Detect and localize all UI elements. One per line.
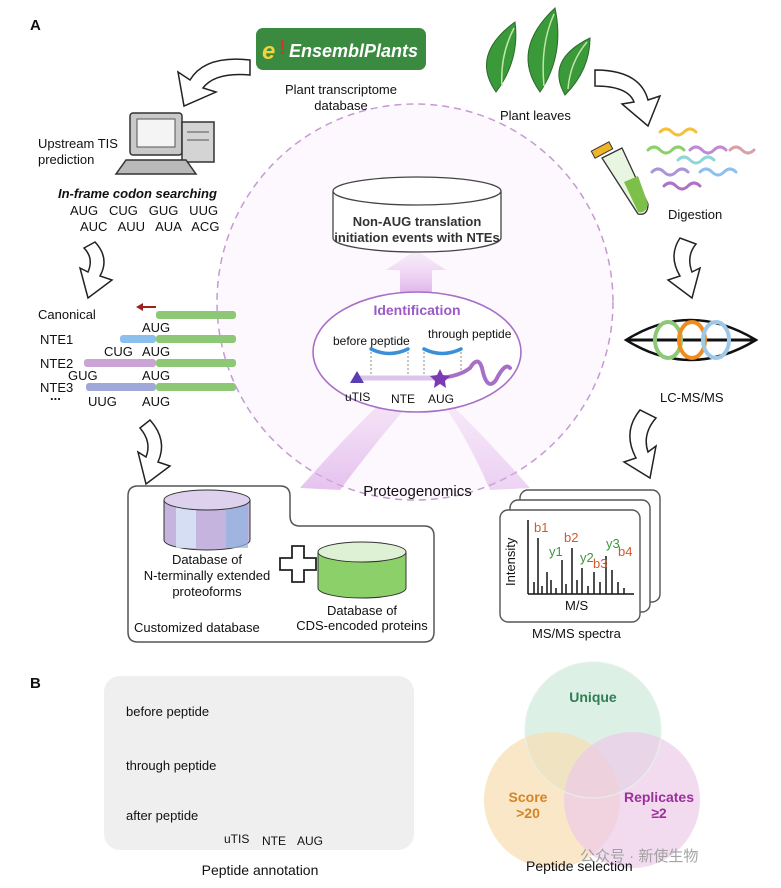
selection-caption: Peptide selection <box>526 858 633 874</box>
arrow-leaves-to-digestion <box>594 69 662 128</box>
utis-label: uTIS <box>345 390 371 404</box>
ion-y3: y3 <box>606 536 620 551</box>
plant-leaves-icon <box>486 7 591 96</box>
ensembl-logo-text: EnsemblPlants <box>289 41 419 61</box>
spectra-ylabel: Intensity <box>503 537 518 586</box>
nte-row-3-codon: UUG <box>88 394 117 409</box>
aug-label: AUG <box>428 392 455 406</box>
venn-diagram <box>484 661 700 868</box>
annotation-utis: uTIS <box>224 832 250 846</box>
arrow-ensembl-to-tis <box>176 58 251 108</box>
nte-database-cylinder <box>163 489 251 551</box>
computer-icon <box>114 112 215 175</box>
spectra-caption: MS/MS spectra <box>532 626 621 641</box>
ion-y1: y1 <box>549 544 563 559</box>
nte-db-line-3: proteoforms <box>172 584 242 599</box>
nte-db-line-1: Database of <box>171 552 243 567</box>
ensembl-caption-2: database <box>314 98 368 113</box>
nte-row-2-codon: GUG <box>68 368 98 383</box>
utis-triangle <box>350 371 364 383</box>
nte-row-3-aug: AUG <box>142 394 171 409</box>
ion-b4: b4 <box>618 544 633 559</box>
spectra-cards <box>499 489 661 623</box>
nte-row-canonical-codon: AUG <box>142 320 171 335</box>
result-line-2: initiation events with NTEs <box>334 230 500 245</box>
before-peptide-bracket <box>369 347 410 356</box>
ensembl-logo-e: e <box>262 38 276 65</box>
nte-db-line-2: N-terminally extended <box>143 568 271 583</box>
ensembl-logo-bg <box>256 28 426 70</box>
aug-star <box>430 369 450 388</box>
nte-bars <box>84 303 236 391</box>
up-arrow-to-result <box>386 250 446 297</box>
tis-method: In-frame codon searching <box>58 186 217 201</box>
nte-row-1-name: NTE1 <box>40 332 74 347</box>
nte-row-canonical-name: Canonical <box>38 307 96 322</box>
tis-caption-1: Upstream TIS <box>38 136 118 151</box>
through-peptide-bracket <box>422 347 463 356</box>
cds-database-cylinder <box>317 541 407 599</box>
annotation-nte: NTE <box>262 834 286 848</box>
arrow-digestion-to-lcms <box>666 237 702 300</box>
proteogenomics-label: Proteogenomics <box>363 483 472 500</box>
digestion-caption: Digestion <box>668 207 723 222</box>
nte-ellipsis: ... <box>50 388 61 403</box>
annotation-caption: Peptide annotation <box>201 862 319 878</box>
nte-row-3-name: NTE3 <box>40 380 74 395</box>
watermark-text: 公众号 · 新使生物 <box>580 848 699 865</box>
panel-b-label: B <box>30 675 41 692</box>
digestion-tube-icon <box>590 141 649 215</box>
result-cylinder <box>332 176 502 253</box>
venn-replicates-1: Replicates <box>623 789 695 805</box>
lcms-caption: LC-MS/MS <box>660 390 724 405</box>
result-line-1: Non-AUG translation <box>352 214 482 229</box>
cds-db-line-2: CDS-encoded proteins <box>296 618 428 633</box>
annotation-aug: AUG <box>297 834 324 848</box>
before-peptide-label: before peptide <box>333 334 410 348</box>
plus-icon <box>279 545 317 583</box>
nte-row-2-name: NTE2 <box>40 356 74 371</box>
identification-peptide-scheme <box>350 347 512 388</box>
nte-row-2-aug: AUG <box>142 368 171 383</box>
through-peptide-label: through peptide <box>428 327 512 341</box>
panel-a-label: A <box>30 17 41 34</box>
codons-row-1: AUG CUG GUG UUG <box>70 203 219 218</box>
annotation-row-after: after peptide <box>126 808 199 823</box>
tis-caption-2: prediction <box>38 152 95 167</box>
cds-db-line-1: Database of <box>326 603 398 618</box>
ensembl-logo-bang: ! <box>279 37 286 59</box>
arrow-tis-to-nte <box>78 241 114 300</box>
spectra-xlabel: M/S <box>565 598 589 613</box>
ion-b1: b1 <box>534 520 549 535</box>
venn-score-2: >20 <box>516 805 540 821</box>
annotation-row-before: before peptide <box>126 704 210 719</box>
leaves-caption: Plant leaves <box>500 108 571 123</box>
annotation-panel <box>104 676 414 850</box>
nte-row-1-codon: CUG <box>104 344 133 359</box>
peptide-squiggles <box>646 127 756 191</box>
arrow-lcms-to-spectra <box>622 409 658 480</box>
venn-score-1: Score <box>508 789 548 805</box>
codons-row-2: AUC AUU AUA ACG <box>80 219 220 234</box>
venn-unique: Unique <box>569 689 617 705</box>
ensembl-caption-1: Plant transcriptome <box>285 82 397 97</box>
annotation-row-through: through peptide <box>126 758 217 773</box>
ion-b3: b3 <box>593 556 608 571</box>
nte-label: NTE <box>391 392 415 406</box>
fan-arrow-right <box>410 345 530 490</box>
identification-title: Identification <box>373 302 461 318</box>
arrow-nte-to-db <box>136 418 172 486</box>
nte-row-1-aug: AUG <box>142 344 171 359</box>
lcms-icon <box>623 318 759 362</box>
customized-db-caption: Customized database <box>134 620 260 635</box>
ion-b2: b2 <box>564 530 579 545</box>
identification-oval <box>312 291 522 413</box>
venn-replicates-2: ≥2 <box>651 805 667 821</box>
ion-y2: y2 <box>580 550 594 565</box>
